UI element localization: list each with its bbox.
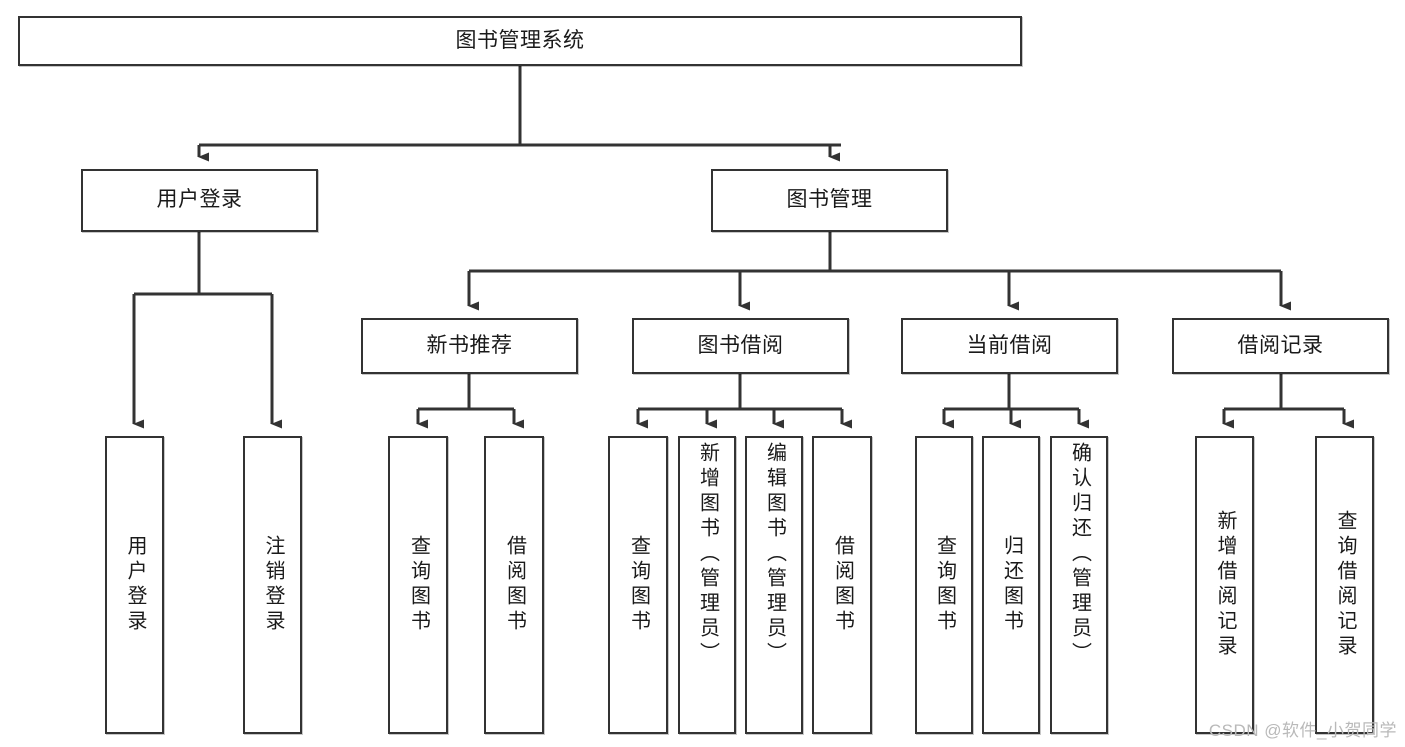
leaf-query-book-borrow[interactable]: 查询图书	[608, 436, 668, 734]
leaf-confirm-return-admin[interactable]: 确认归还（管理员）	[1050, 436, 1108, 734]
node-current-borrow[interactable]: 当前借阅	[901, 318, 1118, 374]
node-borrow-record-label: 借阅记录	[1237, 333, 1324, 357]
node-book-management[interactable]: 图书管理	[711, 169, 948, 232]
leaf-edit-book-admin-label: 编辑图书（管理员）	[763, 442, 786, 667]
leaf-add-book-admin-label: 新增图书（管理员）	[696, 442, 719, 667]
leaf-user-login-label: 用户登录	[124, 535, 146, 635]
node-book-borrow-label: 图书借阅	[697, 333, 784, 357]
leaf-borrow-book-label: 借阅图书	[831, 535, 854, 635]
leaf-query-book-current[interactable]: 查询图书	[915, 436, 973, 734]
leaf-return-book[interactable]: 归还图书	[982, 436, 1040, 734]
leaf-add-borrow-record[interactable]: 新增借阅记录	[1195, 436, 1254, 734]
leaf-query-book-newbook-label: 查询图书	[407, 535, 430, 635]
leaf-user-login[interactable]: 用户登录	[105, 436, 164, 734]
node-book-management-label: 图书管理	[786, 188, 873, 212]
leaf-query-book-borrow-label: 查询图书	[627, 535, 650, 635]
leaf-query-borrow-record[interactable]: 查询借阅记录	[1315, 436, 1374, 734]
leaf-confirm-return-admin-label: 确认归还（管理员）	[1068, 442, 1091, 667]
node-user-login[interactable]: 用户登录	[81, 169, 318, 232]
node-current-borrow-label: 当前借阅	[966, 333, 1053, 357]
leaf-query-book-current-label: 查询图书	[933, 535, 956, 635]
leaf-borrow-book[interactable]: 借阅图书	[812, 436, 872, 734]
node-borrow-record[interactable]: 借阅记录	[1172, 318, 1389, 374]
leaf-logout-login[interactable]: 注销登录	[243, 436, 302, 734]
leaf-borrow-book-newbook-label: 借阅图书	[503, 535, 526, 635]
leaf-query-borrow-record-label: 查询借阅记录	[1334, 510, 1356, 660]
leaf-query-book-newbook[interactable]: 查询图书	[388, 436, 448, 734]
node-book-borrow[interactable]: 图书借阅	[632, 318, 849, 374]
node-user-login-label: 用户登录	[156, 188, 243, 212]
leaf-borrow-book-newbook[interactable]: 借阅图书	[484, 436, 544, 734]
leaf-add-borrow-record-label: 新增借阅记录	[1214, 510, 1236, 660]
watermark-text: CSDN @软件_小贺同学	[1208, 721, 1397, 740]
node-root[interactable]: 图书管理系统	[18, 16, 1022, 66]
node-new-book-recommend-label: 新书推荐	[426, 333, 513, 357]
node-root-label: 图书管理系统	[455, 28, 585, 52]
leaf-logout-login-label: 注销登录	[262, 535, 284, 635]
leaf-return-book-label: 归还图书	[1000, 535, 1023, 635]
leaf-add-book-admin[interactable]: 新增图书（管理员）	[678, 436, 736, 734]
leaf-edit-book-admin[interactable]: 编辑图书（管理员）	[745, 436, 803, 734]
node-new-book-recommend[interactable]: 新书推荐	[361, 318, 578, 374]
